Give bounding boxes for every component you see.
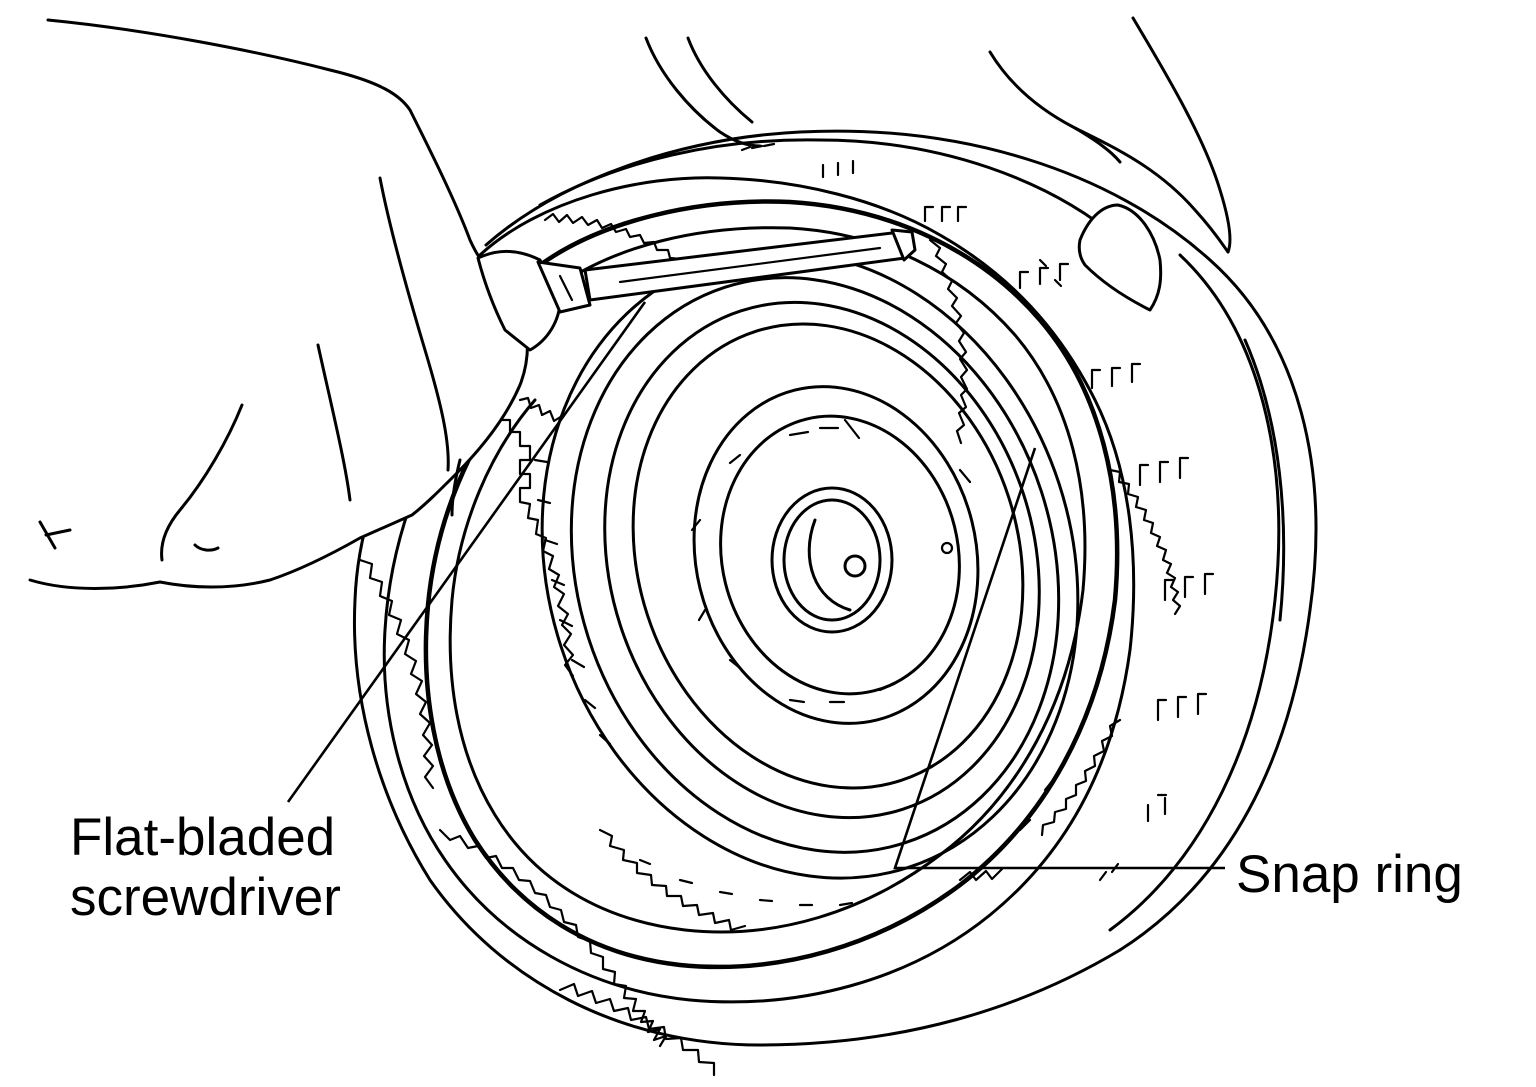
right-hand (644, 16, 1232, 254)
drum-outer-shell (352, 129, 1318, 1047)
snap-ring-label: Snap ring (1236, 845, 1463, 904)
leader-lines (286, 301, 1225, 870)
drum-band-slots (740, 142, 1215, 882)
snap-ring-leader-line (893, 447, 1225, 870)
right-thumb (1077, 203, 1163, 312)
left-hand (28, 18, 529, 590)
screwdriver-label-line1: Flat-bladed (70, 808, 336, 867)
screwdriver-label: Flat-bladed screwdriver (70, 808, 341, 928)
screwdriver-label-line2: screwdriver (70, 868, 341, 927)
screwdriver-leader-line (286, 301, 647, 803)
screwdriver (476, 228, 917, 352)
